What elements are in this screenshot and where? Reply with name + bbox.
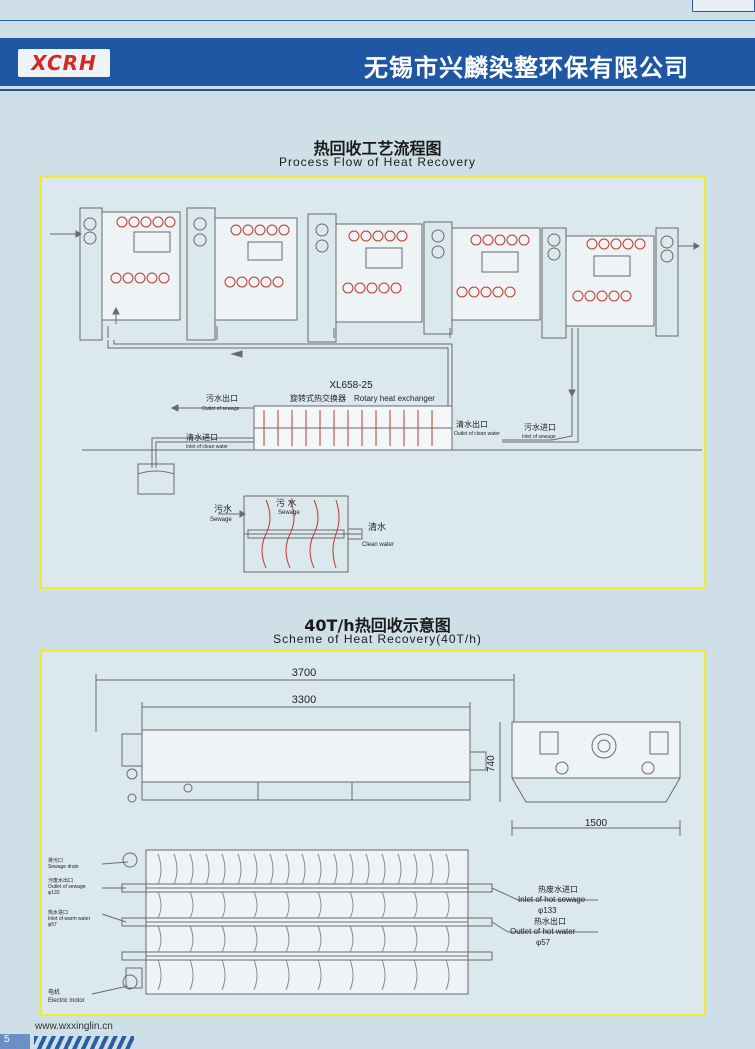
outlet-hot-water-cn: 热水出口 (534, 916, 566, 926)
inlet-clean-en: Inlet of clean water (186, 444, 228, 450)
section2-title-en: Scheme of Heat Recovery(40T/h) (273, 632, 482, 646)
section1-title-en: Process Flow of Heat Recovery (278, 155, 477, 169)
exchanger-name-cn: 旋转式热交换器 (290, 393, 346, 403)
sewage-detail-en: Sewage (278, 510, 300, 516)
outlet-hot-water-en: Outlet of hot water (510, 927, 576, 936)
outlet-hot-water-dim: φ57 (536, 938, 551, 947)
inlet-hot-sewage-cn: 热废水进口 (538, 884, 578, 894)
page-number: 5 (0, 1034, 30, 1049)
outlet-sewage-en: Outlet of sewage (48, 884, 86, 890)
clean-water-en: Clean water (362, 542, 394, 548)
inlet-hot-sewage-dim: φ133 (538, 906, 557, 915)
exchanger-name-en: Rotary heat exchanger (354, 394, 435, 403)
sewage-drain-cn: 排污口 (48, 857, 63, 864)
outlet-sewage-cn: 污水出口 (206, 393, 238, 403)
dimension-width: 1500 (585, 818, 608, 829)
inlet-hot-sewage-en: Inlet of hot sewage (518, 895, 586, 904)
corner-tab (692, 0, 755, 12)
inlet-warm-water-cn: 热水进口 (48, 909, 68, 916)
heat-recovery-scheme-diagram: 3700 3300 740 1500 排污口 Sewage drain 污废水出… (48, 667, 681, 1004)
outlet-clean-cn: 清水出口 (456, 419, 488, 429)
inlet-clean-cn: 清水进口 (186, 432, 218, 442)
inlet-sewage-cn: 污水进口 (524, 422, 556, 432)
footer-url: www.wxxinglin.cn (35, 1021, 113, 1032)
sewage-label-cn: 污水 (214, 503, 232, 514)
company-name: 无锡市兴麟染整环保有限公司 (364, 54, 689, 82)
header-banner (0, 38, 755, 86)
sewage-drain-en: Sewage drain (48, 864, 79, 870)
outlet-clean-en: Outlet of clean water (454, 431, 500, 437)
sewage-detail-cn: 污 水 (276, 497, 297, 508)
sewage-label-en: Sewage (210, 517, 232, 523)
section1-title-cn: 热回收工艺流程图 (313, 139, 442, 158)
company-logo: XCRH (18, 49, 110, 77)
inlet-sewage-en: Inlet of sewage (522, 434, 556, 440)
logo-text: XCRH (31, 51, 97, 75)
dimension-inner-length: 3300 (292, 694, 316, 706)
dimension-total-length: 3700 (292, 667, 316, 679)
outlet-sewage-cn: 污废水出口 (48, 877, 73, 884)
section2-title-cn: 40T/h热回收示意图 (304, 616, 451, 635)
inlet-warm-water-dim: φ57 (48, 922, 57, 928)
motor-cn: 电机 (48, 988, 60, 996)
heat-recovery-scheme-panel: 3700 3300 740 1500 排污口 Sewage drain 污废水出… (40, 650, 706, 1016)
outlet-sewage-dim: φ133 (48, 890, 60, 896)
outlet-sewage-en: Outlet of sewage (202, 406, 240, 412)
banner-underline (0, 89, 755, 91)
process-flow-panel: XL658-25 旋转式热交换器 Rotary heat exchanger 污… (40, 176, 706, 589)
footer-stripes (34, 1036, 134, 1049)
top-rule (0, 20, 755, 21)
exchanger-model: XL658-25 (329, 380, 373, 391)
motor-en: Electric motor (48, 998, 85, 1004)
inlet-warm-water-en: Inlet of warm water (48, 916, 91, 922)
dimension-height: 740 (486, 755, 497, 772)
clean-water-cn: 清水 (368, 521, 386, 532)
process-flow-diagram: XL658-25 旋转式热交换器 Rotary heat exchanger 污… (50, 207, 702, 573)
